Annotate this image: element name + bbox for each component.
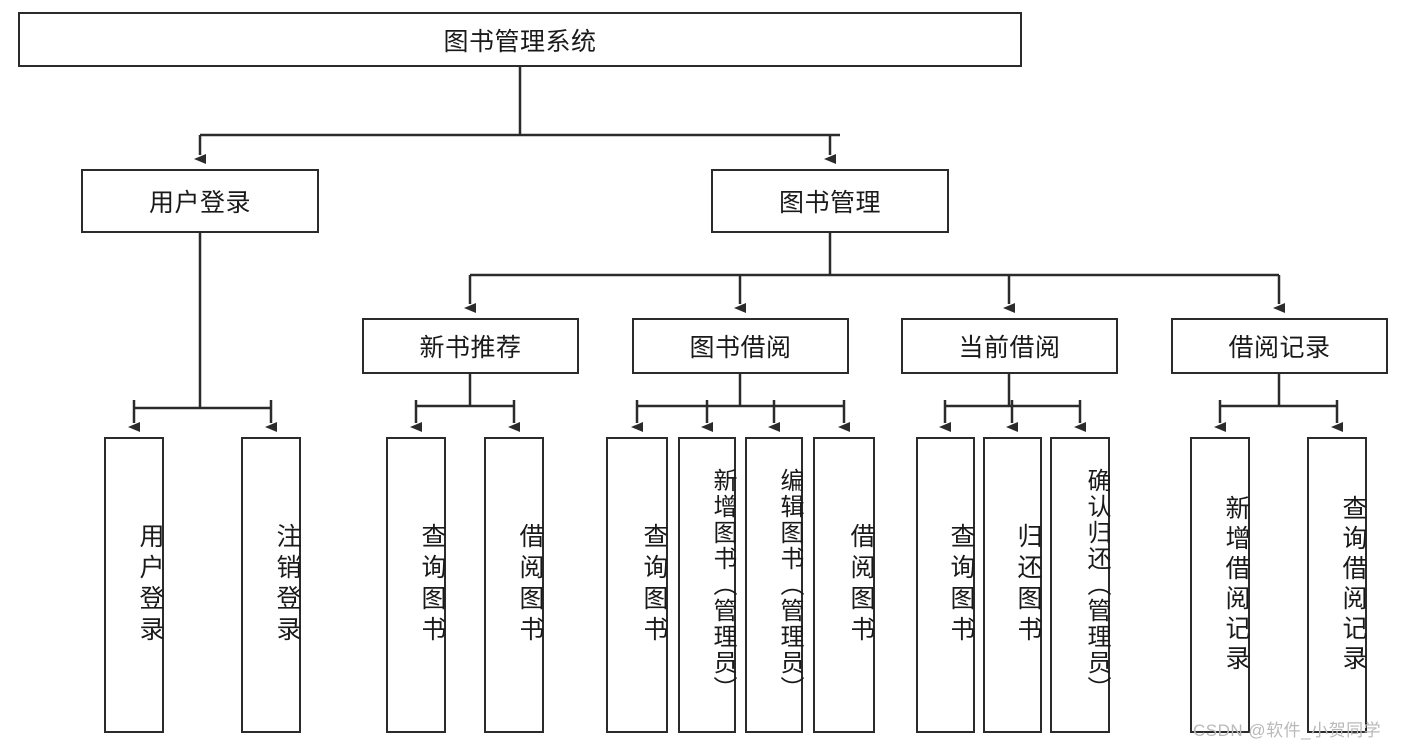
node-new-book-recommend[interactable]: 新书推荐	[362, 318, 579, 374]
leaf-query-borrow-record[interactable]: 查询借阅记录	[1307, 437, 1367, 733]
leaf-label: 归还图书	[1014, 523, 1042, 647]
leaf-add-book-admin[interactable]: 新增图书（管理员）	[678, 437, 736, 733]
leaf-query-book-current[interactable]: 查询图书	[916, 437, 975, 733]
csdn-watermark: CSDN @软件_小贺同学	[1193, 721, 1382, 740]
leaf-label: 查询图书	[640, 523, 668, 647]
node-book-management[interactable]: 图书管理	[711, 169, 949, 233]
node-user-login[interactable]: 用户登录	[81, 169, 319, 233]
node-current-borrow[interactable]: 当前借阅	[901, 318, 1118, 374]
node-book-borrow[interactable]: 图书借阅	[632, 318, 849, 374]
leaf-user-login[interactable]: 用户登录	[104, 437, 164, 733]
leaf-confirm-return-admin[interactable]: 确认归还（管理员）	[1050, 437, 1110, 733]
leaf-label: 新增借阅记录	[1222, 495, 1250, 675]
leaf-add-borrow-record[interactable]: 新增借阅记录	[1190, 437, 1250, 733]
leaf-label: 用户登录	[136, 523, 164, 647]
leaf-return-book[interactable]: 归还图书	[983, 437, 1042, 733]
node-borrow-record[interactable]: 借阅记录	[1171, 318, 1388, 374]
leaf-label: 借阅图书	[516, 523, 544, 647]
leaf-label: 查询图书	[947, 523, 975, 647]
leaf-label: 查询图书	[418, 523, 446, 647]
leaf-label: 确认归还（管理员）	[1083, 468, 1110, 702]
leaf-label: 借阅图书	[847, 523, 875, 647]
leaf-logout-login[interactable]: 注销登录	[241, 437, 301, 733]
leaf-query-book-newbook[interactable]: 查询图书	[386, 437, 446, 733]
leaf-borrow-book[interactable]: 借阅图书	[813, 437, 875, 733]
leaf-label: 注销登录	[273, 523, 301, 647]
leaf-label: 编辑图书（管理员）	[776, 468, 803, 702]
leaf-label: 查询借阅记录	[1339, 495, 1367, 675]
leaf-query-book-borrow[interactable]: 查询图书	[606, 437, 668, 733]
leaf-label: 新增图书（管理员）	[709, 468, 736, 702]
leaf-edit-book-admin[interactable]: 编辑图书（管理员）	[745, 437, 803, 733]
node-root-system[interactable]: 图书管理系统	[18, 12, 1022, 67]
leaf-borrow-book-newbook[interactable]: 借阅图书	[484, 437, 544, 733]
